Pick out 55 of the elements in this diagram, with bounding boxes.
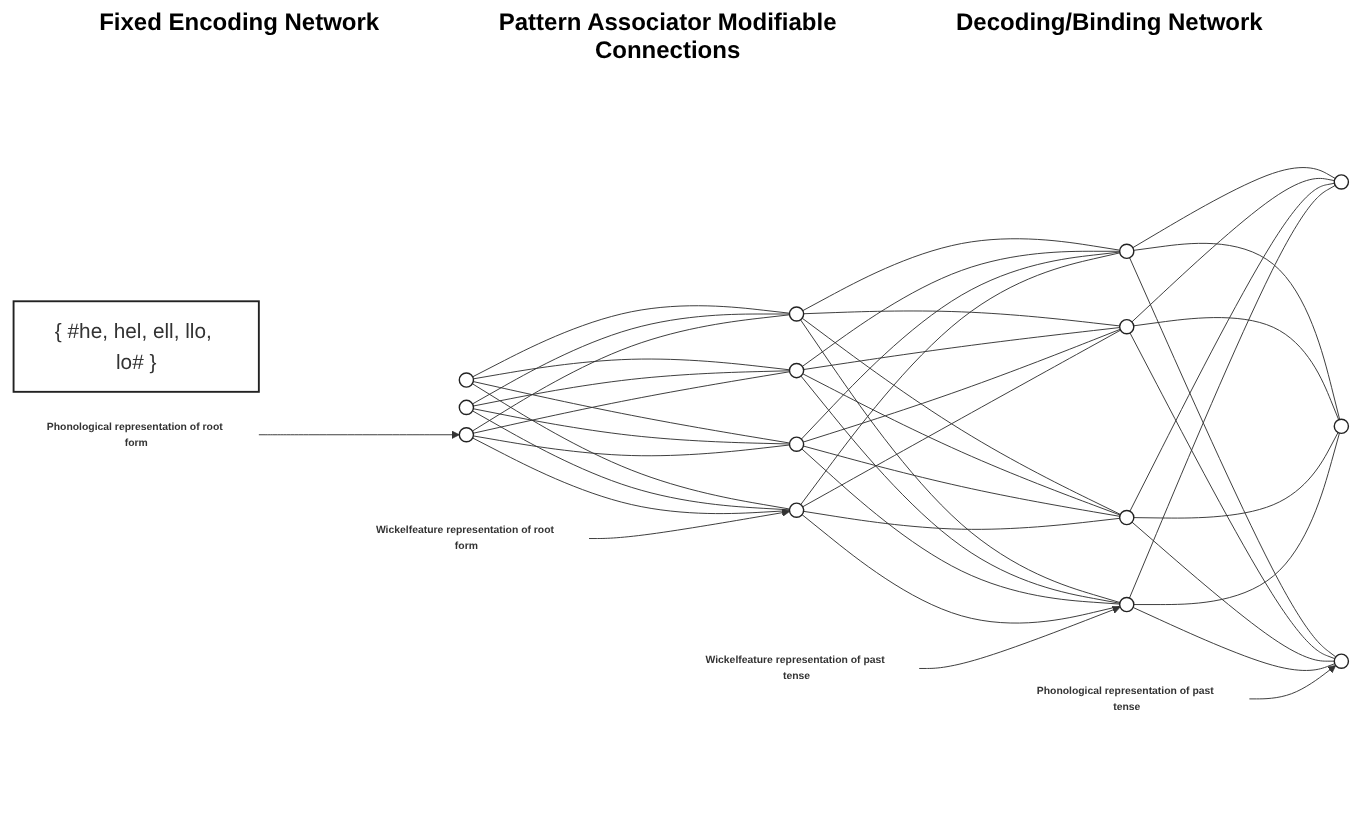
connector bbox=[801, 250, 1121, 367]
node-circle bbox=[1333, 418, 1350, 434]
connector bbox=[472, 358, 790, 380]
connector bbox=[1129, 184, 1336, 599]
node-circle bbox=[788, 306, 805, 322]
connector bbox=[803, 326, 1121, 370]
connector bbox=[1133, 242, 1341, 420]
node-circle bbox=[1333, 174, 1350, 190]
node-circle bbox=[1118, 596, 1135, 613]
connector bbox=[802, 445, 1121, 517]
connector bbox=[800, 252, 1121, 505]
node-circle bbox=[1118, 509, 1135, 526]
connector bbox=[472, 305, 790, 378]
node-circle bbox=[788, 362, 805, 379]
connector bbox=[472, 313, 790, 405]
connector bbox=[1129, 257, 1337, 658]
connector bbox=[1132, 167, 1336, 249]
connector bbox=[802, 373, 1121, 516]
connector bbox=[472, 371, 791, 434]
connector bbox=[1131, 177, 1335, 323]
connector bbox=[1131, 521, 1335, 662]
connector bbox=[1133, 317, 1340, 421]
connector bbox=[472, 410, 790, 511]
connector bbox=[801, 448, 1121, 605]
node-circle bbox=[788, 436, 805, 452]
connector bbox=[1129, 332, 1336, 659]
layer-heading: Fixed Encoding Network bbox=[99, 8, 380, 40]
connector bbox=[803, 310, 1121, 327]
connector bbox=[1133, 431, 1339, 519]
connector bbox=[472, 435, 790, 457]
node-circle bbox=[1333, 653, 1350, 669]
connector bbox=[472, 381, 791, 444]
node-circle bbox=[458, 372, 475, 388]
connector bbox=[471, 314, 790, 432]
connector bbox=[1133, 432, 1340, 605]
node-circle bbox=[1118, 243, 1135, 259]
connector bbox=[802, 328, 1121, 443]
connector bbox=[472, 408, 790, 445]
connector bbox=[800, 319, 1121, 603]
node-box: { #he, hel, ell, llo, lo# } bbox=[12, 300, 260, 393]
node-circle bbox=[458, 426, 475, 443]
layer-heading: Pattern Associator Modifiable Connections bbox=[497, 8, 838, 68]
connector bbox=[803, 510, 1121, 530]
connector bbox=[800, 375, 1121, 604]
layer-heading: Decoding/Binding Network bbox=[956, 8, 1263, 40]
node-circle bbox=[1118, 318, 1135, 335]
connector bbox=[471, 383, 791, 510]
node-circle bbox=[458, 399, 475, 416]
connector bbox=[472, 437, 790, 514]
connector bbox=[1129, 182, 1335, 512]
node-circle bbox=[788, 502, 805, 518]
connector bbox=[1132, 606, 1336, 671]
connector bbox=[800, 251, 1121, 440]
connector bbox=[472, 370, 790, 407]
connector bbox=[802, 238, 1121, 312]
